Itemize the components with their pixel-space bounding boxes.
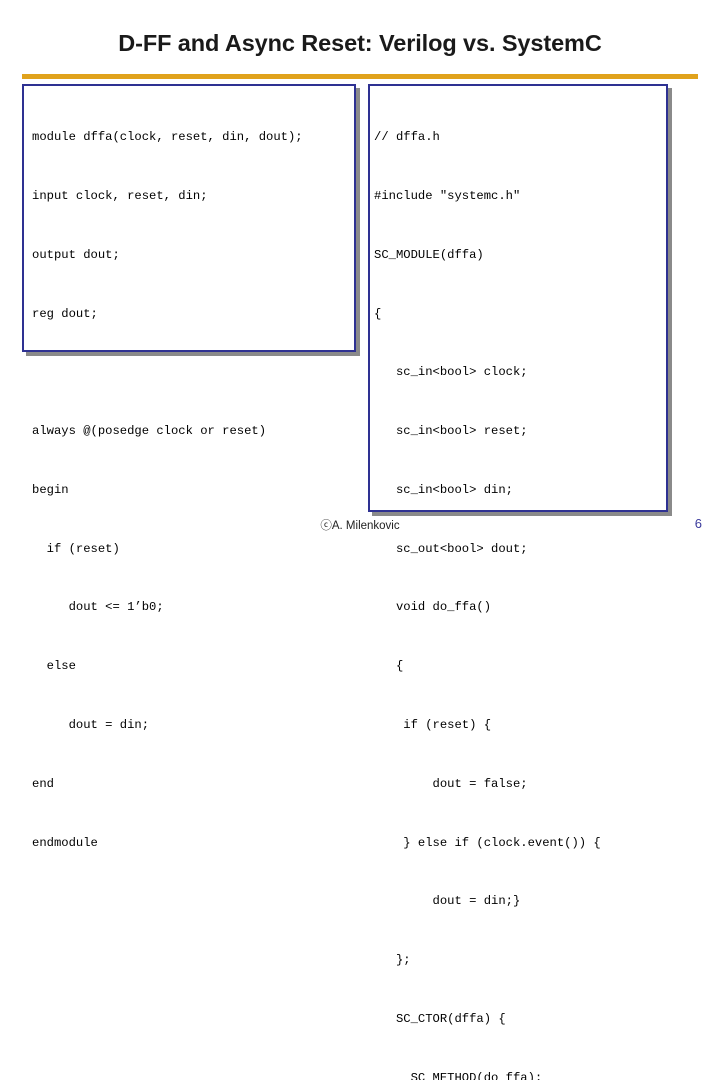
code-line: #include "systemc.h" [374, 188, 521, 203]
code-line: { [374, 659, 404, 674]
code-line: dout = din; [32, 718, 150, 732]
code-line: if (reset) { [374, 718, 492, 732]
left-code-box [22, 84, 356, 352]
code-line: sc_out<bool> dout; [374, 541, 528, 556]
code-line: sc_in<bool> din; [374, 482, 513, 497]
footer-credit: ⓒA. Milenkovic [320, 520, 400, 532]
code-line: { [374, 306, 382, 321]
code-line: dout <= 1’b0; [32, 600, 164, 615]
code-line [32, 363, 352, 383]
right-code-box [368, 84, 668, 512]
code-line: sc_in<bool> clock; [374, 365, 528, 380]
systemc-code-block: // dffa.h #include "systemc.h" SC_MODULE… [374, 89, 666, 1080]
code-line: }; [374, 953, 411, 968]
code-line: else [32, 659, 76, 674]
code-line: sc_in<bool> reset; [374, 424, 528, 439]
code-line: void do_ffa() [374, 600, 492, 615]
title-underline-rule [22, 74, 698, 79]
page-title: D-FF and Async Reset: Verilog vs. System… [118, 30, 602, 56]
code-line: end [32, 776, 54, 791]
code-line: endmodule [32, 835, 98, 850]
page-number: 6 [694, 516, 702, 531]
code-line: module dffa(clock, reset, din, dout); [32, 130, 303, 145]
code-line: SC_MODULE(dffa) [374, 247, 484, 262]
verilog-code-block: module dffa(clock, reset, din, dout); in… [32, 89, 352, 892]
code-line: dout = din;} [374, 894, 521, 909]
code-line: // dffa.h [374, 130, 440, 145]
code-line: SC_CTOR(dffa) { [374, 1011, 506, 1026]
code-line: begin [32, 482, 69, 497]
code-line: if (reset) [32, 541, 120, 556]
code-line: reg dout; [32, 306, 98, 321]
code-line: output dout; [32, 247, 120, 262]
code-line: always @(posedge clock or reset) [32, 424, 267, 439]
slide: D-FF and Async Reset: Verilog vs. System… [22, 30, 702, 1080]
code-line: input clock, reset, din; [32, 188, 208, 203]
code-line: } else if (clock.event()) { [374, 835, 601, 850]
code-line: SC_METHOD(do_ffa); [374, 1070, 543, 1080]
code-line: dout = false; [374, 776, 528, 791]
